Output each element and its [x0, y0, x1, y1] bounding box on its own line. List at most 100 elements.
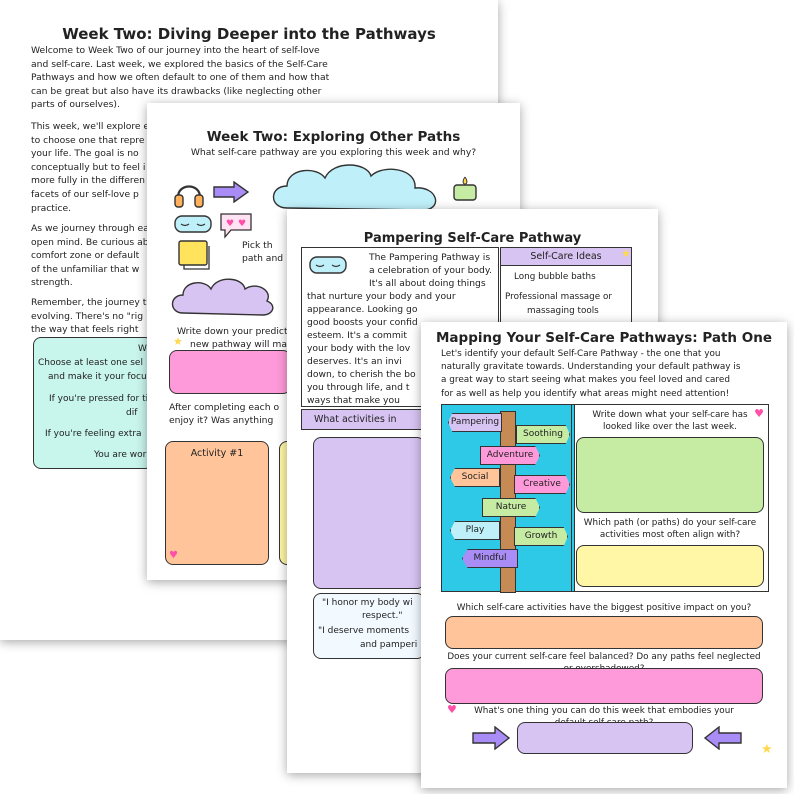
star-icon: ★: [173, 335, 183, 348]
page1-paragraph-4: Remember, the journey t evolving. There'…: [31, 296, 146, 337]
text-line: Which path (or paths) do your self-care: [583, 518, 757, 528]
text-line: The Pampering Pathway is: [369, 252, 491, 263]
prediction-answer-box[interactable]: [169, 350, 291, 394]
activity-1-box[interactable]: Activity #1 ♥: [165, 441, 269, 565]
arrow-left-icon: [703, 726, 742, 750]
text-line: What's one thing you can do this week th…: [474, 706, 734, 716]
text-line: After completing each o: [169, 402, 280, 413]
sign-mindful: Mindful: [462, 549, 518, 568]
pick-instructions: Pick th path and: [242, 239, 283, 265]
self-care-ideas-panel: Self-Care Ideas Long bubble baths Profes…: [500, 247, 632, 325]
text-line: Remember, the journey t: [31, 297, 147, 308]
worksheet-page-mapping-path-one: Mapping Your Self-Care Pathways: Path On…: [421, 322, 787, 788]
text-line: We: [138, 344, 152, 354]
activities-answer-box[interactable]: [313, 437, 425, 589]
heart-icon: ♥: [169, 550, 178, 561]
affirmation-line: respect.": [362, 611, 403, 621]
text-line: open mind. Be curious ab: [31, 236, 149, 248]
text-line: a great way to start seeing what makes y…: [441, 375, 730, 386]
star-icon: ★: [621, 247, 631, 260]
headphones-icon: [174, 185, 204, 208]
text-line: facets of our self-love p: [31, 188, 139, 200]
text-line: Write down what your self-care has: [592, 410, 748, 420]
q3-answer-box[interactable]: [445, 616, 763, 649]
text-line: comfort zone or default: [31, 250, 140, 262]
text-line: naturally gravitate towards. Understandi…: [441, 362, 741, 373]
text-line: can be great but also have its drawbacks…: [31, 85, 322, 97]
prediction-prompt: Write down your predict new pathway will…: [177, 325, 292, 351]
sign-adventure: Adventure: [480, 446, 540, 465]
q1-answer-box[interactable]: [576, 437, 764, 513]
reflection-panel: Write down what your self-care has looke…: [571, 404, 769, 592]
page4-intro: Let's identify your default Self-Care Pa…: [441, 348, 740, 401]
sign-nature: Nature: [482, 498, 540, 517]
text-line: you through life, and t: [307, 382, 410, 393]
text-line: conceptually but to feel i: [31, 161, 146, 173]
text-line: Pick th: [242, 240, 273, 251]
arrow-right-icon: [213, 181, 250, 203]
affirmation-line: and pamperi: [360, 640, 418, 650]
heart-icon: ♥: [754, 407, 764, 420]
text-line: esteem. It's a commit: [307, 330, 407, 341]
affirmation-line: "I honor my body wi: [322, 598, 413, 608]
purple-cloud-icon: [171, 278, 274, 316]
text-line: evolving. There's no "rig: [31, 310, 144, 322]
text-line: Write down your predict: [177, 326, 288, 337]
sign-social: Social: [450, 468, 500, 487]
text-line: down, to cherish the bo: [307, 369, 416, 380]
idea-item: Professional massage or: [505, 292, 612, 302]
text-line: dif: [126, 408, 138, 418]
text-line: and self-care. Last week, we explored th…: [31, 58, 328, 70]
sign-play: Play: [450, 521, 500, 540]
affirmations-box: "I honor my body wi respect." "I deserve…: [313, 593, 425, 659]
text-line: looked like over the last week.: [603, 422, 737, 432]
sign-creative: Creative: [514, 475, 570, 494]
text-line: to choose one that repre: [31, 134, 145, 146]
text-line: new pathway will mak: [190, 339, 293, 350]
q2-prompt: Which path (or paths) do your self-care …: [572, 517, 768, 541]
sign-growth: Growth: [514, 527, 568, 546]
q5-answer-box[interactable]: [517, 722, 693, 754]
star-icon: ★: [761, 742, 773, 757]
candle-icon: [453, 176, 477, 201]
text-line: You are wor: [94, 450, 147, 460]
text-line: the way that feels right: [31, 324, 139, 336]
q3-prompt: Which self-care activities have the bigg…: [456, 603, 752, 613]
text-line: Choose at least one sel: [38, 358, 143, 368]
text-line: Welcome to Week Two of our journey into …: [31, 45, 320, 56]
text-line: for as well as help you identify what ar…: [441, 388, 730, 399]
text-line: a celebration of your body.: [369, 265, 492, 276]
page2-title: Week Two: Exploring Other Paths: [206, 129, 461, 145]
text-line: This week, we'll explore e: [31, 121, 150, 132]
q4-answer-box[interactable]: [445, 668, 763, 704]
text-line: your life. The goal is no: [31, 148, 139, 160]
sleep-mask-icon: [174, 215, 212, 233]
text-line: enjoy it? Was anything: [169, 415, 274, 426]
heart-icon: ♥: [447, 703, 457, 716]
text-line: activities most often align with?: [599, 530, 741, 540]
cloud-icon: [272, 164, 437, 211]
ideas-title: Self-Care Ideas: [501, 248, 631, 266]
text-line: If you're feeling extra: [45, 429, 142, 439]
text-line: more fully in the differen: [31, 175, 145, 187]
weekly-challenge-box: We Choose at least one sel and make it y…: [33, 337, 153, 469]
text-line: that nurture your body and your: [307, 291, 456, 302]
activity-label: Activity #1: [190, 448, 244, 459]
text-line: If you're pressed for ti: [49, 394, 149, 404]
svg-text:♥: ♥: [238, 219, 246, 229]
text-line: deserves. It's an invi: [307, 356, 402, 367]
activities-header: What activities in: [301, 409, 445, 430]
sign-soothing: Soothing: [516, 425, 570, 444]
text-line: strength.: [31, 277, 73, 289]
idea-item: Long bubble baths: [514, 272, 596, 282]
text-line: of the unfamiliar that w: [31, 263, 140, 275]
reflection-prompt: After completing each o enjoy it? Was an…: [169, 401, 279, 427]
affirmation-line: "I deserve moments: [318, 626, 410, 636]
pampering-intro: The Pampering Pathway is a celebration o…: [307, 251, 495, 407]
page1-paragraph-1: Welcome to Week Two of our journey into …: [31, 44, 329, 112]
page1-paragraph-3: As we journey through ea open mind. Be c…: [31, 222, 149, 290]
q2-answer-box[interactable]: [576, 545, 764, 587]
text-line: ways that make you: [307, 395, 400, 406]
text-line: parts of ourselves).: [31, 99, 120, 111]
text-line: practice.: [31, 202, 72, 214]
